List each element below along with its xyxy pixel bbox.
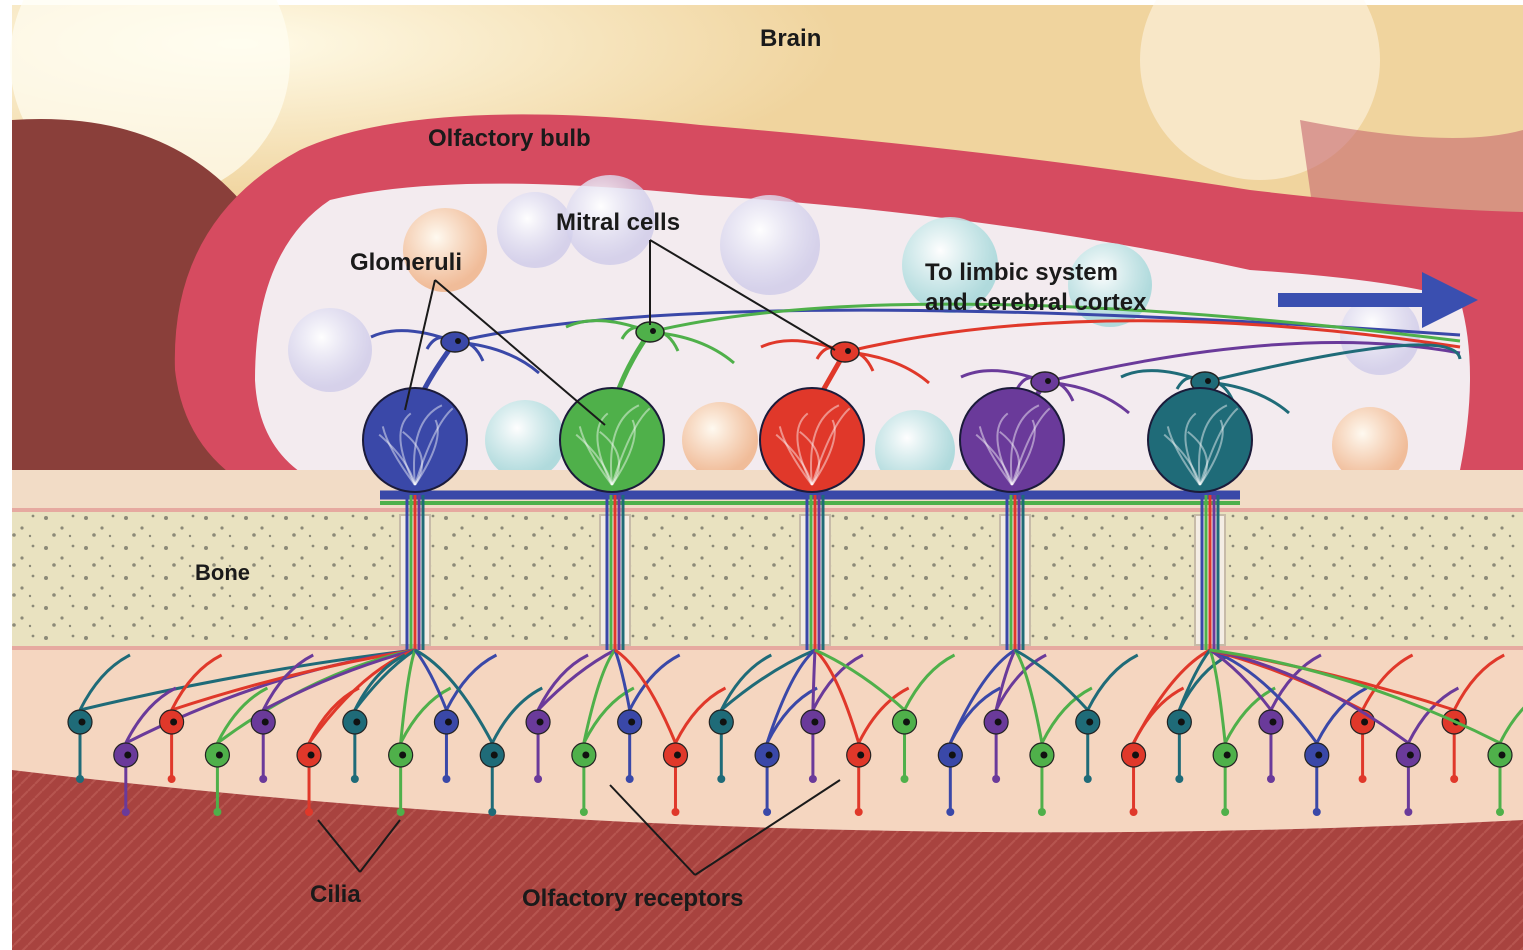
mitral-nucleus <box>845 348 851 354</box>
receptor-tip <box>1313 808 1321 816</box>
receptor-tip <box>1267 775 1275 783</box>
receptor-nucleus <box>1499 752 1506 759</box>
receptor-nucleus <box>1361 719 1368 726</box>
receptor-nucleus <box>720 719 727 726</box>
receptor-nucleus <box>1086 719 1093 726</box>
receptor-tip <box>1496 808 1504 816</box>
receptor-tip <box>351 775 359 783</box>
mitral-cell <box>441 332 469 352</box>
receptor-nucleus <box>995 719 1002 726</box>
receptor-tip <box>534 775 542 783</box>
receptor-nucleus <box>353 719 360 726</box>
receptor-nucleus <box>811 719 818 726</box>
receptor-nucleus <box>949 752 956 759</box>
mitral-nucleus <box>1045 378 1051 384</box>
receptor-nucleus <box>1407 752 1414 759</box>
receptor-tip <box>122 808 130 816</box>
label-brain: Brain <box>760 25 821 52</box>
receptor-nucleus <box>857 752 864 759</box>
label-limbic-line1: To limbic system <box>925 259 1118 286</box>
receptor-nucleus <box>1269 719 1276 726</box>
receptor-tip <box>76 775 84 783</box>
receptor-tip <box>1084 775 1092 783</box>
receptor-nucleus <box>399 752 406 759</box>
receptor-tip <box>1359 775 1367 783</box>
receptor-tip <box>259 775 267 783</box>
receptor-tip <box>1404 808 1412 816</box>
receptor-nucleus <box>124 752 131 759</box>
receptor-tip <box>1038 808 1046 816</box>
receptor-nucleus <box>1178 719 1185 726</box>
receptor-tip <box>901 775 909 783</box>
receptor-tip <box>442 775 450 783</box>
mitral-cell <box>831 342 859 362</box>
receptor-nucleus <box>582 752 589 759</box>
receptor-tip <box>626 775 634 783</box>
label-olfactory-bulb: Olfactory bulb <box>428 125 591 152</box>
receptor-nucleus <box>766 752 773 759</box>
receptor-tip <box>763 808 771 816</box>
receptor-nucleus <box>537 719 544 726</box>
mitral-cell <box>1031 372 1059 392</box>
receptor-tip <box>992 775 1000 783</box>
receptor-tip <box>580 808 588 816</box>
receptor-nucleus <box>1224 752 1231 759</box>
receptor-nucleus <box>674 752 681 759</box>
receptor-nucleus <box>445 719 452 726</box>
receptor-nucleus <box>216 752 223 759</box>
mitral-nucleus <box>455 338 461 344</box>
receptor-nucleus <box>903 719 910 726</box>
receptor-tip <box>168 775 176 783</box>
receptor-tip <box>397 808 405 816</box>
receptor-nucleus <box>79 719 86 726</box>
receptor-nucleus <box>491 752 498 759</box>
label-bone: Bone <box>195 560 250 585</box>
receptor-nucleus <box>1040 752 1047 759</box>
receptor-tip <box>1221 808 1229 816</box>
receptor-nucleus <box>1315 752 1322 759</box>
receptor-nucleus <box>1132 752 1139 759</box>
receptor-tip <box>671 808 679 816</box>
label-olfactory-receptors: Olfactory receptors <box>522 885 743 912</box>
receptor-tip <box>305 808 313 816</box>
mitral-nucleus <box>1205 378 1211 384</box>
receptor-tip <box>946 808 954 816</box>
receptor-tip <box>1130 808 1138 816</box>
receptor-nucleus <box>262 719 269 726</box>
receptor-tip <box>1450 775 1458 783</box>
label-limbic-line2: and cerebral cortex <box>925 289 1147 316</box>
receptor-tip <box>855 808 863 816</box>
receptor-tip <box>488 808 496 816</box>
receptor-tip <box>213 808 221 816</box>
receptor-nucleus <box>628 719 635 726</box>
receptor-tip <box>717 775 725 783</box>
receptor-tip <box>1175 775 1183 783</box>
receptor-nucleus <box>170 719 177 726</box>
mitral-nucleus <box>650 328 656 334</box>
label-cilia: Cilia <box>310 881 361 908</box>
receptor-tip <box>809 775 817 783</box>
label-glomeruli: Glomeruli <box>350 249 462 276</box>
receptor-nucleus <box>308 752 315 759</box>
label-mitral-cells: Mitral cells <box>556 209 680 236</box>
